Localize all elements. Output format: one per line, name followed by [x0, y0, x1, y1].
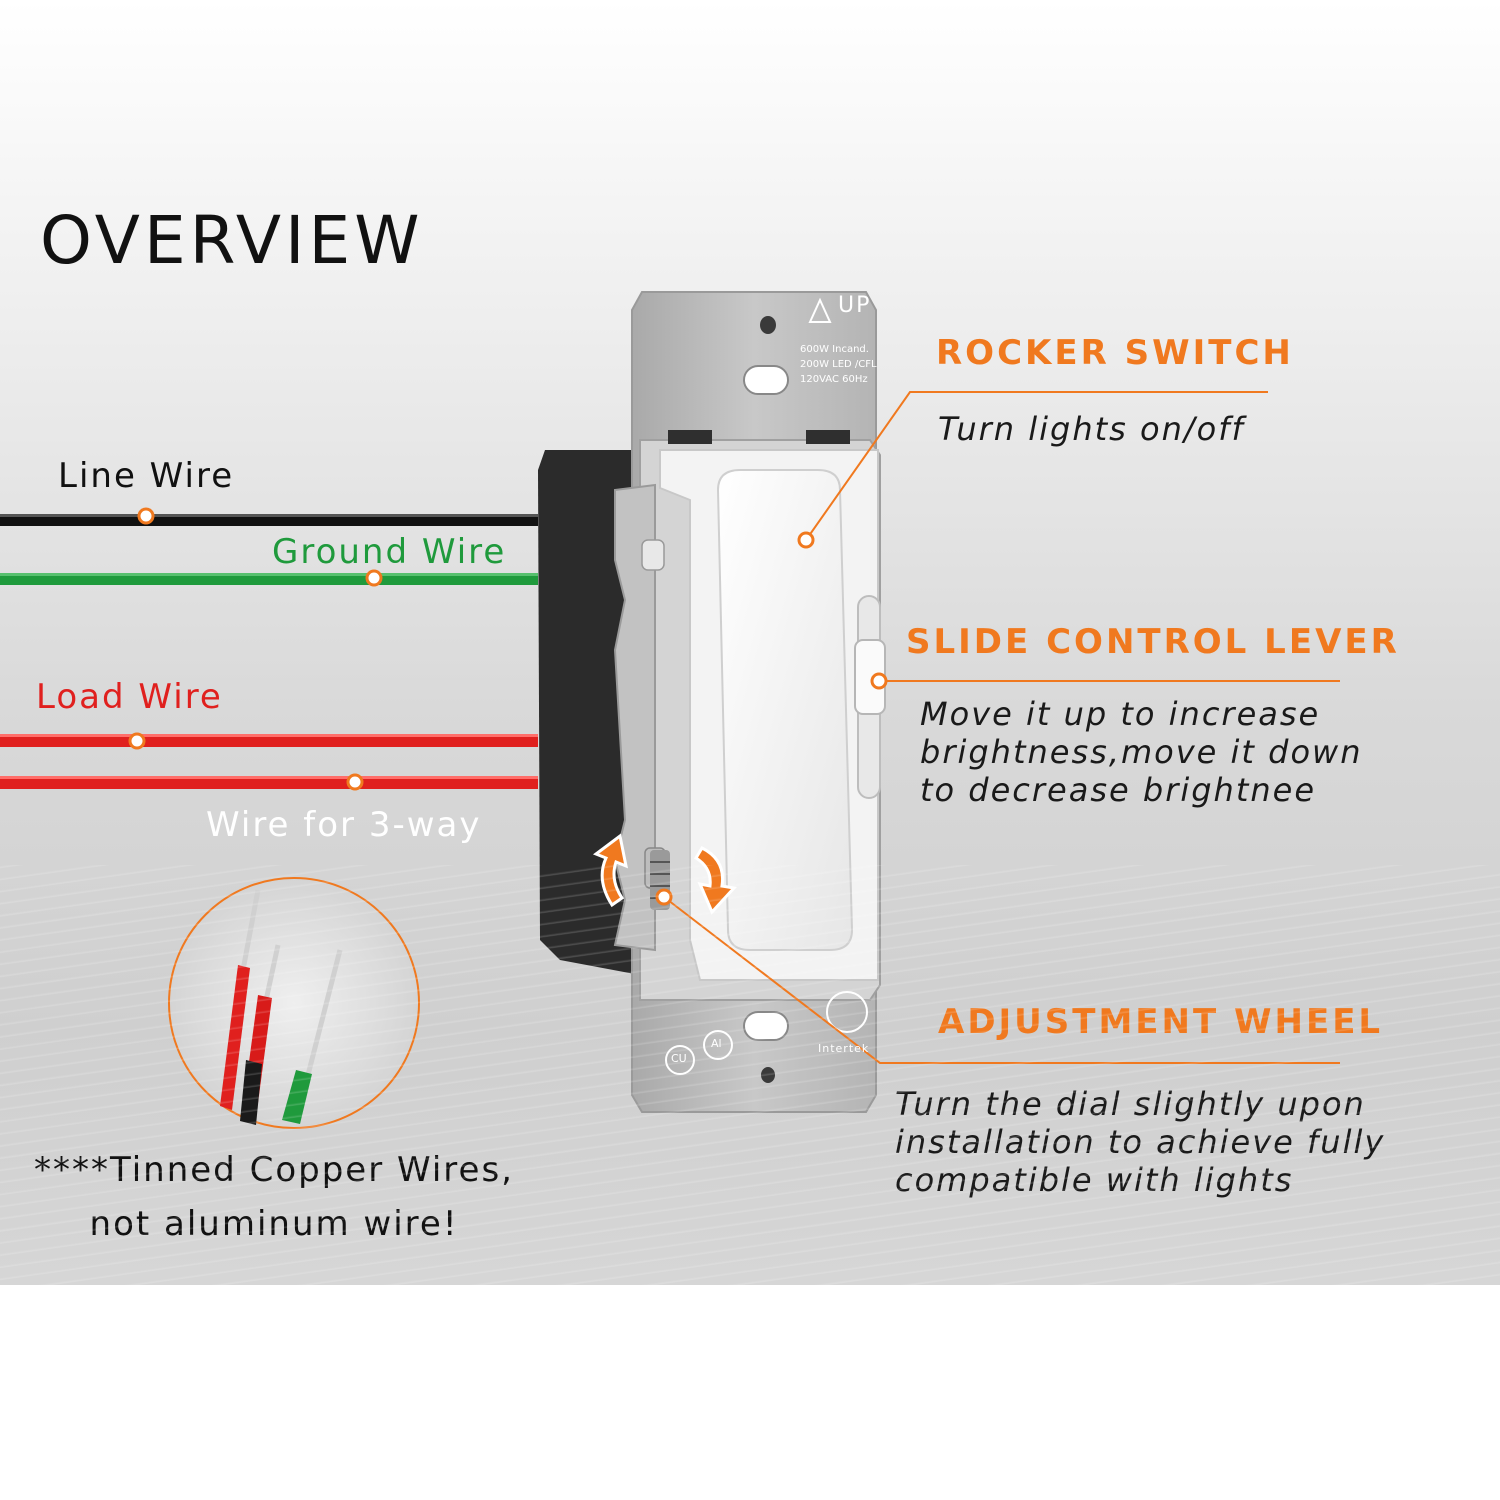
- plate-screw-hole-top: [760, 316, 776, 334]
- line-wire-label: Line Wire: [58, 456, 235, 496]
- slide-control-description: Move it up to increase brightness,move i…: [920, 695, 1363, 809]
- dot-load-wire: [128, 732, 146, 750]
- slide-control-heading: SLIDE CONTROL LEVER: [906, 622, 1400, 662]
- leader-rocker: [805, 391, 1268, 541]
- plate-slot-bottom: [743, 1011, 789, 1041]
- rating-line-2: 200W LED /CFL: [800, 359, 877, 370]
- copper-wire-note: ****Tinned Copper Wires, not aluminum wi…: [34, 1143, 514, 1251]
- rating-line-3: 120VAC 60Hz: [800, 374, 868, 385]
- wire-line: [0, 514, 538, 526]
- rating-marking: 600W Incand. 200W LED /CFL 120VAC 60Hz: [800, 342, 877, 387]
- al-marking: Al: [711, 1037, 722, 1050]
- dot-wheel: [655, 888, 673, 906]
- rocker-switch-description: Turn lights on/off: [938, 410, 1245, 448]
- dot-ground-wire: [365, 569, 383, 587]
- rocker-switch-heading: ROCKER SWITCH: [936, 333, 1294, 373]
- intertek-marking: Intertek: [818, 1042, 870, 1055]
- diagram-stage: UP 600W Incand. 200W LED /CFL 120VAC 60H…: [0, 0, 1500, 1285]
- dot-line-wire: [137, 507, 155, 525]
- copper-wire-photo: [220, 889, 343, 1125]
- diagram-graphics: [0, 291, 1340, 1129]
- etl-mark-circle: [826, 991, 868, 1033]
- copper-note-line-1: ****Tinned Copper Wires,: [34, 1150, 514, 1190]
- rotate-up-arrow-icon: [592, 833, 629, 908]
- dot-rocker: [797, 531, 815, 549]
- three-way-wire-label: Wire for 3-way: [206, 805, 482, 845]
- clip-top-left: [668, 430, 712, 444]
- ground-wire-label: Ground Wire: [272, 532, 507, 572]
- page-title: OVERVIEW: [40, 202, 424, 279]
- up-marking: UP: [838, 293, 872, 318]
- dot-slide: [870, 672, 888, 690]
- rotate-down-arrow-icon: [693, 846, 737, 915]
- plate-screw-hole-bottom: [761, 1067, 775, 1083]
- al-mark-circle: [703, 1030, 733, 1060]
- leader-wheel: [663, 896, 1340, 1064]
- adjustment-wheel-heading: ADJUSTMENT WHEEL: [938, 1002, 1384, 1042]
- cu-mark-circle: [665, 1045, 695, 1075]
- cu-marking: CU: [671, 1052, 687, 1065]
- plate-slot-top: [743, 365, 789, 395]
- rating-line-1: 600W Incand.: [800, 344, 869, 355]
- dot-3way-wire: [346, 773, 364, 791]
- clip-top-right: [806, 430, 850, 444]
- up-arrow-icon: [808, 297, 832, 323]
- wire-3way: [0, 776, 538, 789]
- wire-ground: [0, 573, 538, 585]
- wire-load: [0, 734, 538, 747]
- screw-terminal-left: [641, 539, 665, 571]
- copper-note-line-2: not aluminum wire!: [89, 1204, 459, 1244]
- rocker-paddle: [716, 469, 854, 951]
- load-wire-label: Load Wire: [36, 677, 223, 717]
- adjustment-wheel-description: Turn the dial slightly upon installation…: [895, 1085, 1386, 1199]
